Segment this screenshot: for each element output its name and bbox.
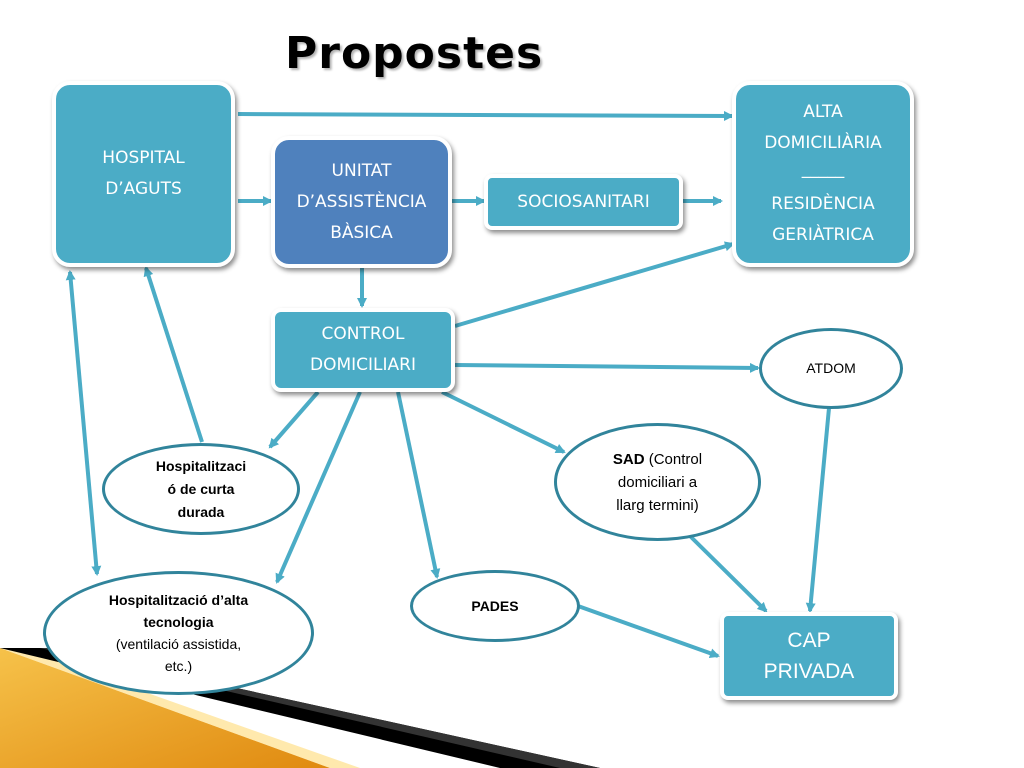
- sad-rest: (Control: [644, 450, 703, 468]
- pades-label: PADES: [471, 597, 519, 614]
- arrow-control-altatec: [275, 391, 362, 584]
- unitat-line1: UNITAT: [331, 160, 392, 181]
- cap-line1: CAP: [787, 629, 831, 652]
- hospital-daguts-box: HOSPITAL D’AGUTS: [52, 81, 235, 267]
- cap-privada-box: CAP PRIVADA: [720, 612, 898, 700]
- alta-line3: RESIDÈNCIA: [771, 194, 875, 214]
- arrow-hospital-alta: [237, 110, 734, 121]
- arrow-sad-cap: [688, 534, 768, 613]
- unitat-line2: D’ASSISTÈNCIA: [296, 191, 427, 212]
- sociosanitari-box: SOCIOSANITARI: [484, 174, 683, 230]
- altatec-line4: etc.): [164, 658, 193, 674]
- hospitalitzacio-curta-durada-oval: Hospitalitzaci ó de curta durada: [102, 443, 300, 535]
- control-line1: CONTROL: [321, 324, 405, 344]
- curta-line2: ó de curta: [167, 480, 235, 497]
- arrow-control-curta: [268, 390, 320, 449]
- atdom-label: ATDOM: [806, 360, 856, 376]
- altatec-line1: Hospitalització d’alta: [108, 592, 249, 608]
- alta-line2: DOMICILIÀRIA: [764, 133, 882, 153]
- arrow-altatec-hospital: [65, 270, 102, 576]
- alta-line4: GERIÀTRICA: [772, 225, 874, 245]
- altatec-line3: (ventilació assistida,: [115, 636, 242, 652]
- sad-line2: domiciliari a: [617, 473, 698, 491]
- alta-domiciliaria-box: ALTA DOMICILIÀRIA _____ RESIDÈNCIA GERIÀ…: [732, 81, 914, 267]
- curta-line3: durada: [177, 503, 225, 520]
- curta-line1: Hospitalitzaci: [155, 457, 247, 474]
- arrow-atdom-cap: [805, 407, 831, 613]
- arrow-control-pades: [396, 391, 441, 579]
- hospital-line1: HOSPITAL: [102, 148, 185, 168]
- sad-oval: SAD (Control domiciliari a llarg termini…: [554, 423, 761, 541]
- cap-line2: PRIVADA: [763, 660, 855, 683]
- arrow-control-sad: [441, 390, 566, 454]
- hospital-line2: D’AGUTS: [105, 179, 182, 199]
- arrow-control-alta: [454, 241, 735, 328]
- unitat-line3: BÀSICA: [330, 222, 393, 243]
- altatec-line2: tecnologia: [143, 614, 214, 630]
- pades-oval: PADES: [410, 570, 580, 642]
- atdom-oval: ATDOM: [759, 328, 903, 409]
- alta-line1: ALTA: [803, 102, 843, 122]
- page-title: Propostes: [285, 28, 544, 79]
- alta-divider: _____: [801, 159, 845, 179]
- sad-bold: SAD: [612, 450, 645, 468]
- hospitalitzacio-alta-tecnologia-oval: Hospitalització d’alta tecnologia (venti…: [43, 571, 314, 695]
- sociosanitari-label: SOCIOSANITARI: [517, 191, 650, 212]
- arrow-control-atdom: [454, 362, 760, 373]
- control-line2: DOMICILIARI: [310, 355, 416, 375]
- sad-line3: llarg termini): [616, 496, 699, 514]
- control-domiciliari-box: CONTROL DOMICILIARI: [271, 308, 455, 392]
- arrow-pades-cap: [577, 604, 720, 659]
- arrow-curta-hospital: [143, 266, 204, 443]
- unitat-assistencia-basica-box: UNITAT D’ASSISTÈNCIA BÀSICA: [271, 136, 452, 268]
